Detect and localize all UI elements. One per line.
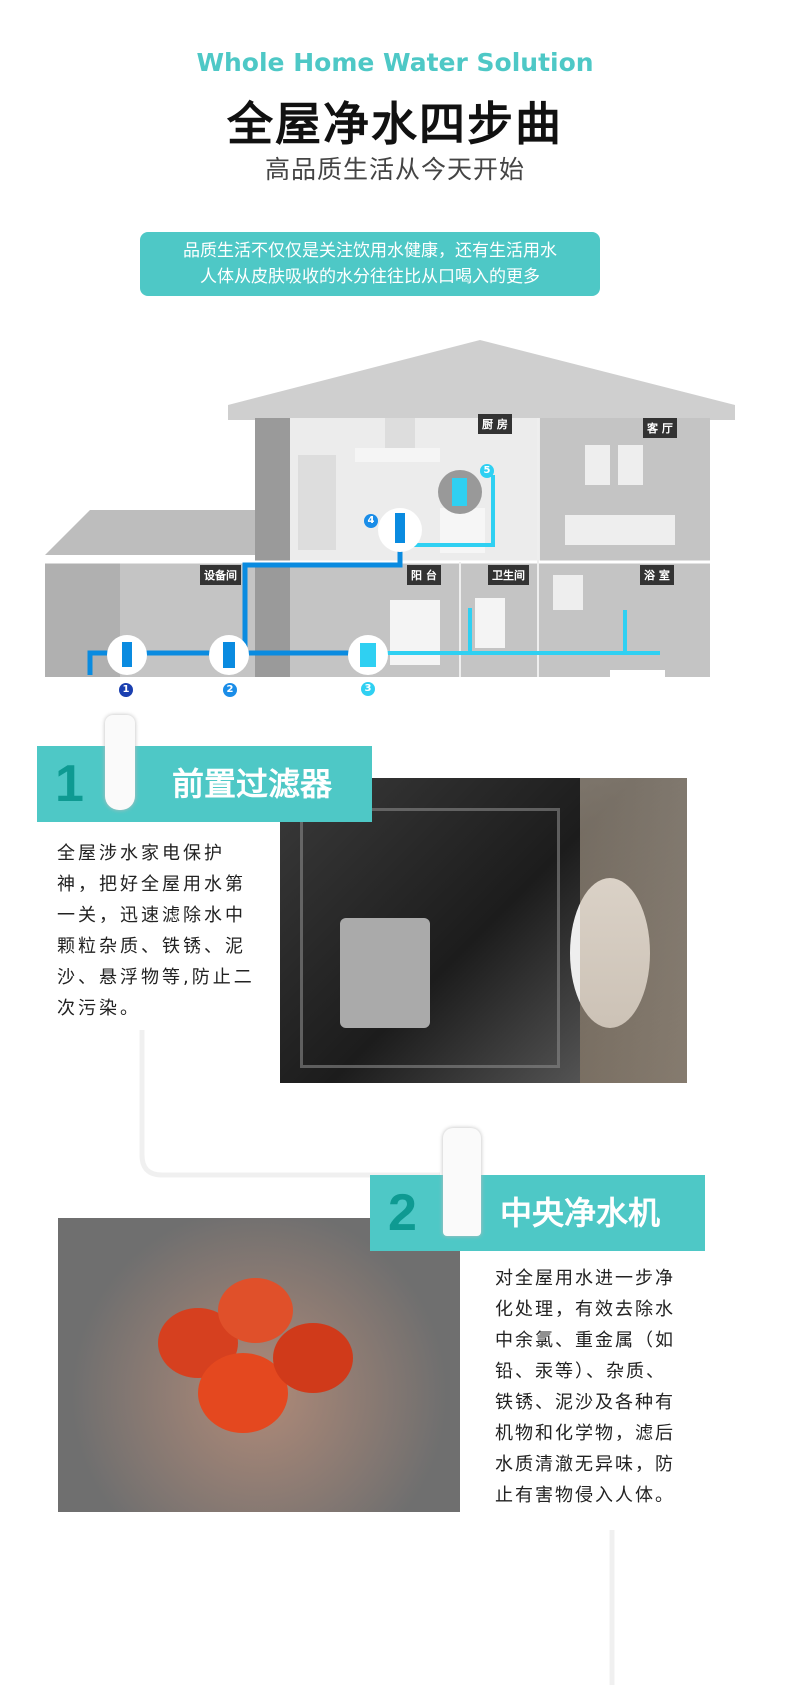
house-diagram bbox=[45, 340, 735, 677]
marker-3: 3 bbox=[361, 682, 375, 696]
intro-box: 品质生活不仅仅是关注饮用水健康，还有生活用水 人体从皮肤吸收的水分往往比从口喝入… bbox=[140, 232, 600, 296]
desc-line: 颗粒杂质、铁锈、泥 bbox=[57, 936, 246, 957]
desc-line: 铁锈、泥沙及各种有 bbox=[495, 1392, 675, 1413]
marker-5: 5 bbox=[480, 464, 494, 478]
english-title: Whole Home Water Solution bbox=[196, 48, 594, 77]
room-label-toilet: 卫生间 bbox=[488, 565, 529, 585]
desc-line: 一关，迅速滤除水中 bbox=[57, 905, 246, 926]
desc-line: 次污染。 bbox=[57, 998, 141, 1019]
subtitle: 高品质生活从今天开始 bbox=[264, 155, 525, 184]
room-label-equipment-room: 设备间 bbox=[200, 565, 241, 585]
step-2-banner bbox=[370, 1175, 705, 1251]
step-2-description: 对全屋用水进一步净 化处理，有效去除水 中余氯、重金属（如 铅、汞等）、杂质、 … bbox=[495, 1263, 675, 1511]
step-1-description: 全屋涉水家电保护 神，把好全屋用水第 一关，迅速滤除水中 颗粒杂质、铁锈、泥 沙… bbox=[57, 838, 255, 1024]
marker-2: 2 bbox=[223, 683, 237, 697]
step-1-number: 1 bbox=[55, 755, 84, 813]
desc-line: 全屋涉水家电保护 bbox=[57, 843, 225, 864]
step-2-number: 2 bbox=[388, 1184, 417, 1242]
desc-line: 止有害物侵入人体。 bbox=[495, 1485, 675, 1506]
marker-1: 1 bbox=[119, 683, 133, 697]
intro-line: 人体从皮肤吸收的水分往往比从口喝入的更多 bbox=[200, 267, 540, 287]
desc-line: 对全屋用水进一步净 bbox=[495, 1268, 675, 1289]
connector-line bbox=[139, 1030, 615, 1685]
desc-line: 神，把好全屋用水第 bbox=[57, 874, 246, 895]
dishwasher-photo bbox=[280, 778, 687, 1083]
room-label-kitchen: 厨 房 bbox=[478, 414, 512, 434]
page-title: 全屋净水四步曲 bbox=[227, 97, 563, 151]
step-1-banner bbox=[37, 746, 372, 822]
central-purifier-icon bbox=[443, 1128, 481, 1236]
desc-line: 沙、悬浮物等,防止二 bbox=[57, 967, 255, 988]
desc-line: 水质清澈无异味，防 bbox=[495, 1454, 675, 1475]
desc-line: 中余氯、重金属（如 bbox=[495, 1330, 675, 1351]
desc-line: 机物和化学物，滤后 bbox=[495, 1423, 675, 1444]
room-label-living-room: 客 厅 bbox=[643, 418, 677, 438]
tomatoes-photo bbox=[58, 1218, 460, 1512]
desc-line: 化处理，有效去除水 bbox=[495, 1299, 675, 1320]
intro-line: 品质生活不仅仅是关注饮用水健康，还有生活用水 bbox=[183, 241, 557, 261]
step-2-title: 中央净水机 bbox=[500, 1194, 661, 1232]
room-label-balcony: 阳 台 bbox=[407, 565, 441, 585]
step-1-title: 前置过滤器 bbox=[172, 765, 333, 803]
marker-4: 4 bbox=[364, 514, 378, 528]
prefilter-icon bbox=[105, 715, 135, 810]
room-label-bathroom: 浴 室 bbox=[640, 565, 674, 585]
desc-line: 铅、汞等）、杂质、 bbox=[495, 1361, 666, 1382]
